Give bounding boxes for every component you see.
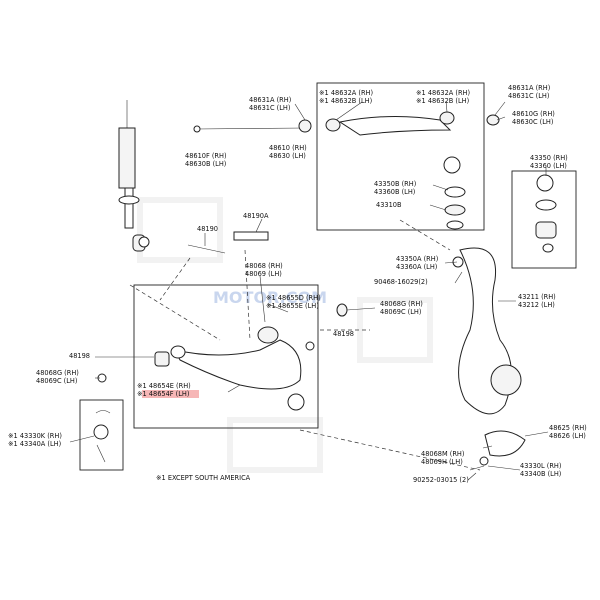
label-48190a[interactable]: 48190A xyxy=(243,212,269,220)
label-43310b[interactable]: 43310B xyxy=(376,201,402,209)
guide-line-6 xyxy=(399,219,451,251)
label-43350[interactable]: 43350 (RH)43360 (LH) xyxy=(530,154,568,170)
label-48631a-r[interactable]: 48631A (RH)48631C (LH) xyxy=(508,84,550,100)
stabilizer-rod xyxy=(193,119,312,133)
guide-line-5 xyxy=(129,284,221,341)
ball-joint-box xyxy=(511,170,577,269)
guide-line-1 xyxy=(159,257,191,301)
lower-arm-box xyxy=(133,284,319,429)
label-48068g-l[interactable]: 48068G (RH)48069C (LH) xyxy=(36,369,79,385)
label-48632a-a[interactable]: ※1 48632A (RH)※1 48632B (LH) xyxy=(319,89,373,105)
part-labels: 48631A (RH)48631C (LH) ※1 48632A (RH)※1 … xyxy=(8,84,587,484)
label-48655d[interactable]: ※1 48655D (RH)※1 48655E (LH) xyxy=(266,294,321,310)
guide-line-2 xyxy=(244,249,251,341)
label-48625[interactable]: 48625 (RH)48626 (LH) xyxy=(549,424,587,440)
label-48610f[interactable]: 48610F (RH)48630B (LH) xyxy=(185,152,227,168)
label-48190[interactable]: 48190 xyxy=(197,225,218,233)
label-48068m[interactable]: 48068M (RH)48069H (LH) xyxy=(421,450,464,466)
upper-ball-joint xyxy=(535,174,557,253)
lower-control-arm xyxy=(97,303,348,411)
label-43330k[interactable]: ※1 43330K (RH)※1 43340A (LH) xyxy=(8,432,62,448)
label-90252[interactable]: 90252-03015 (2) xyxy=(413,476,469,484)
watermark-text: MOTOR.COM xyxy=(213,288,327,307)
label-43330l[interactable]: 43330L (RH)43340B (LH) xyxy=(520,462,561,478)
upper-arm-box xyxy=(316,82,485,231)
label-43350b[interactable]: 43350B (RH)43360B (LH) xyxy=(374,180,416,196)
bolts xyxy=(138,231,464,268)
label-43350a[interactable]: 43350A (RH)43360A (LH) xyxy=(396,255,438,271)
label-90468[interactable]: 90468-16029(2) xyxy=(374,278,428,286)
highlight-box xyxy=(142,390,199,398)
label-48610[interactable]: 48610 (RH)48630 (LH) xyxy=(269,144,307,160)
leader-lines xyxy=(69,100,549,481)
label-48068g[interactable]: 48068G (RH)48069C (LH) xyxy=(380,300,423,316)
guide-line-4 xyxy=(299,429,481,471)
steering-knuckle xyxy=(458,247,526,471)
label-48654f-highlighted[interactable]: ※1 48654F (LH) xyxy=(137,390,189,398)
label-48198-r[interactable]: 48198 xyxy=(333,330,354,338)
label-43211[interactable]: 43211 (RH)43212 (LH) xyxy=(518,293,556,309)
label-48068[interactable]: 48068 (RH)48069 (LH) xyxy=(245,262,283,278)
footnote: ※1 EXCEPT SOUTH AMERICA xyxy=(156,474,251,482)
label-48632a-b[interactable]: ※1 48632A (RH)※1 48632B (LH) xyxy=(416,89,470,105)
watermark-pattern xyxy=(137,197,433,473)
lower-ball-joint-box xyxy=(79,399,124,471)
label-48610g[interactable]: 48610G (RH)48630C (LH) xyxy=(512,110,555,126)
lower-ball-joint xyxy=(93,410,111,463)
label-48631a[interactable]: 48631A (RH)48631C (LH) xyxy=(249,96,291,112)
upper-control-arm xyxy=(325,111,500,230)
label-48654e[interactable]: ※1 48654E (RH) xyxy=(137,382,191,390)
label-48198-l[interactable]: 48198 xyxy=(69,352,90,360)
